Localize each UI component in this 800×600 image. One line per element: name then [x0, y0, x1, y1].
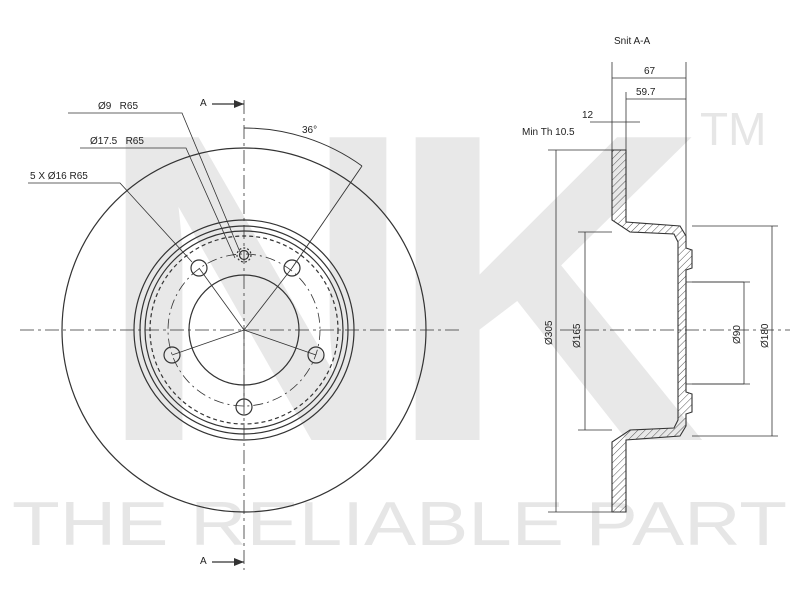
section-arrow-top	[212, 100, 244, 108]
bolt-hole	[283, 259, 301, 277]
hat-depth-label: 59.7	[636, 87, 656, 98]
min-thickness-label: Min Th 10.5	[522, 127, 575, 138]
front-view-labels: A A Ø9 R65 Ø17.5 R65 5 X Ø16 R65 36°	[30, 98, 317, 567]
overall-width-label: 67	[644, 66, 656, 77]
bolt-hole	[190, 259, 208, 277]
hat-outer-ring	[133, 219, 355, 441]
trademark-symbol: TM	[700, 103, 766, 155]
angle-label: 36°	[302, 125, 317, 136]
section-labels: Snit A-A 67 59.7 12 Min Th 10.5 Ø305 Ø16…	[522, 36, 771, 348]
section-dimensions	[548, 62, 778, 513]
nk-watermark: NK TM THE RELIABLE PART	[12, 43, 787, 559]
bolt-holes	[163, 247, 325, 416]
bolt-hole	[163, 346, 181, 364]
hat-ring-2	[139, 225, 349, 435]
section-title: Snit A-A	[614, 36, 650, 47]
hole-label-2: Ø17.5 R65	[90, 136, 144, 147]
nk-logo: NK	[96, 43, 705, 534]
bolt-circle	[167, 253, 321, 407]
bolt-hole	[307, 346, 325, 364]
outer-diameter-label: Ø305	[544, 320, 555, 345]
label-leaders	[28, 112, 241, 263]
tagline: THE RELIABLE PART	[12, 490, 787, 559]
inner-diameter-label: Ø165	[572, 323, 583, 348]
bore-diameter-label: Ø90	[732, 325, 743, 344]
hole-label-1: Ø9 R65	[98, 101, 138, 112]
hole-label-3: 5 X Ø16 R65	[30, 171, 88, 182]
section-marker-top-label: A	[200, 98, 207, 109]
front-view	[20, 100, 460, 570]
locating-hole	[238, 249, 250, 261]
hat-ring-3	[144, 230, 344, 430]
thickness-label: 12	[582, 110, 594, 121]
section-profile	[611, 149, 693, 513]
disc-outer-edge	[61, 147, 427, 513]
angle-arc	[243, 127, 363, 167]
hat-diameter-label: Ø180	[760, 323, 771, 348]
radial-lines	[171, 267, 317, 407]
hat-ring-4	[149, 235, 339, 425]
section-arrow-bottom	[212, 558, 244, 566]
locating-hole-outline	[236, 247, 252, 263]
angle-leader	[291, 165, 363, 269]
section-marker-bottom-label: A	[200, 556, 207, 567]
